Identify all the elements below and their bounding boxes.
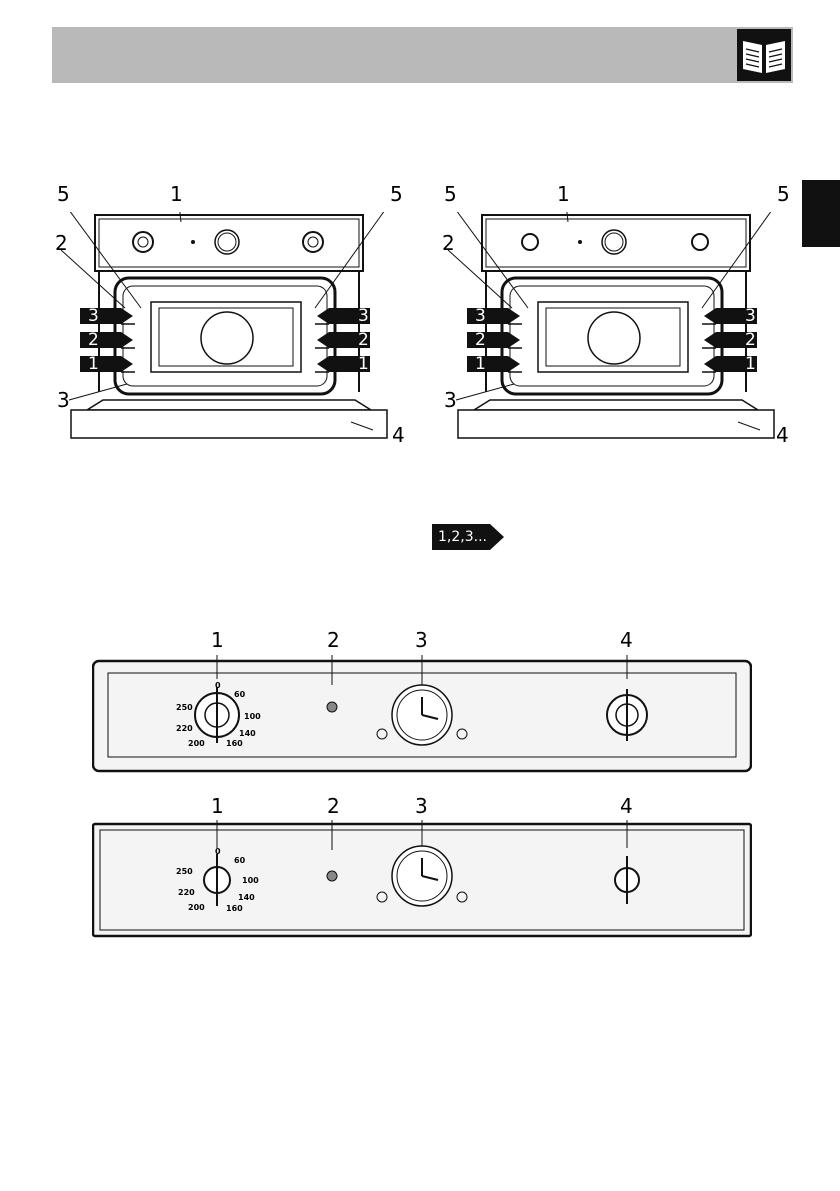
shelf-badge-3-right: 3: [475, 308, 486, 325]
shelf-badge-1-left: 1: [88, 356, 99, 373]
header-bar: [52, 27, 793, 83]
dial-b-250: 250: [176, 868, 193, 876]
shelf-badge-2-right-r: 2: [745, 332, 756, 349]
callout-2-right: 2: [442, 233, 455, 253]
callout-3-left: 3: [57, 390, 70, 410]
dial-b-160: 160: [226, 905, 243, 913]
sequence-label: 1,2,3...: [438, 529, 487, 545]
dial-a-60: 60: [234, 691, 245, 699]
panel-b-callout-4: 4: [620, 796, 633, 816]
dial-b-0: 0: [215, 848, 221, 856]
book-icon: [737, 29, 791, 81]
shelf-badge-1-right: 1: [475, 356, 486, 373]
control-panel-a: [92, 655, 752, 775]
callout-1-right: 1: [557, 184, 570, 204]
callout-3-right: 3: [444, 390, 457, 410]
shelf-badge-3-right-r: 3: [745, 308, 756, 325]
dial-b-100: 100: [242, 877, 259, 885]
panel-a-callout-4: 4: [620, 630, 633, 650]
dial-a-250: 250: [176, 704, 193, 712]
dial-a-220: 220: [176, 725, 193, 733]
callout-5-right-a: 5: [444, 184, 457, 204]
dial-a-160: 160: [226, 740, 243, 748]
panel-b-callout-2: 2: [327, 796, 340, 816]
panel-a-callout-2: 2: [327, 630, 340, 650]
dial-b-60: 60: [234, 857, 245, 865]
shelf-badge-2-left: 2: [88, 332, 99, 349]
dial-a-100: 100: [244, 713, 261, 721]
dial-b-220: 220: [178, 889, 195, 897]
dial-a-200: 200: [188, 740, 205, 748]
callout-4-right: 4: [776, 425, 789, 445]
shelf-badge-2-right: 2: [475, 332, 486, 349]
callout-5-right-b: 5: [777, 184, 790, 204]
panel-a-callout-1: 1: [211, 630, 224, 650]
dial-a-140: 140: [239, 730, 256, 738]
control-panel-b: [92, 820, 752, 940]
dial-b-200: 200: [188, 904, 205, 912]
callout-4-left: 4: [392, 425, 405, 445]
callout-5-left-b: 5: [390, 184, 403, 204]
callout-2-left: 2: [55, 233, 68, 253]
shelf-badge-1-right-r: 1: [745, 356, 756, 373]
shelf-badge-2-left-r: 2: [358, 332, 369, 349]
callout-5-left-a: 5: [57, 184, 70, 204]
panel-a-callout-3: 3: [415, 630, 428, 650]
panel-b-callout-3: 3: [415, 796, 428, 816]
dial-b-140: 140: [238, 894, 255, 902]
dial-a-0: 0: [215, 682, 221, 690]
panel-b-callout-1: 1: [211, 796, 224, 816]
shelf-badge-3-left-r: 3: [358, 308, 369, 325]
callout-1-left: 1: [170, 184, 183, 204]
shelf-badge-1-left-r: 1: [358, 356, 369, 373]
oven-diagram-left: [55, 212, 395, 442]
oven-diagram-right: [442, 212, 782, 442]
section-tab: [802, 180, 840, 247]
shelf-badge-3-left: 3: [88, 308, 99, 325]
